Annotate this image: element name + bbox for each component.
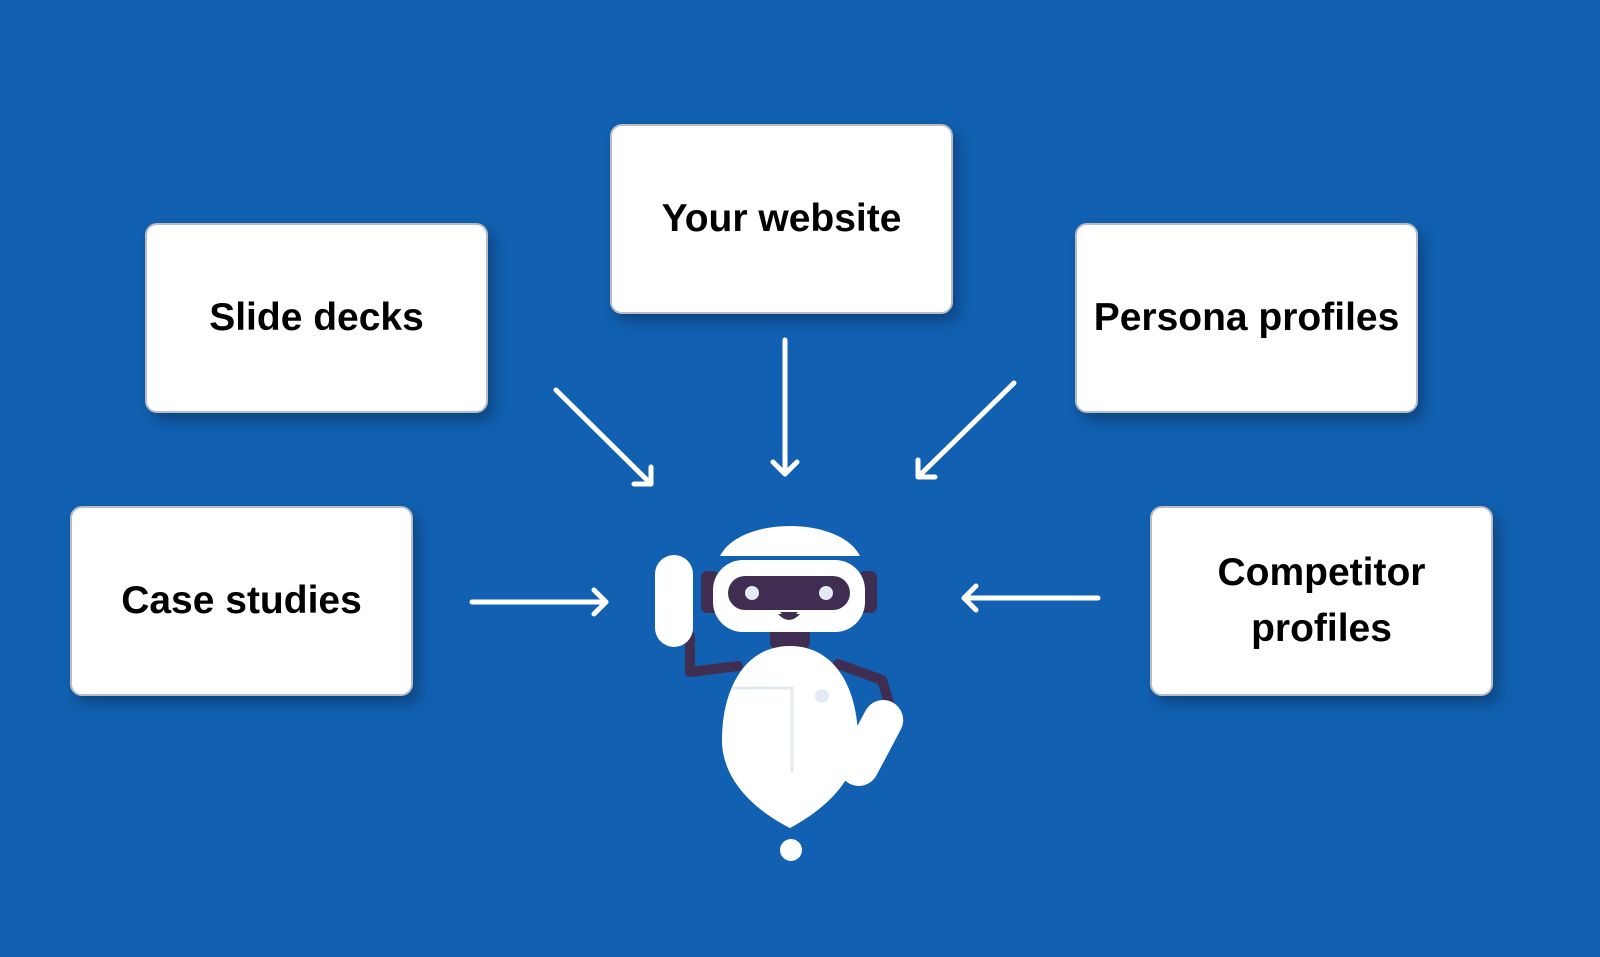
arrow-icon-website bbox=[770, 337, 800, 477]
arrow-icon-competitor bbox=[961, 583, 1101, 613]
arrow-icon-slides bbox=[553, 387, 654, 487]
card-label-persona-profiles: Persona profiles bbox=[1093, 296, 1400, 339]
card-case-studies: Case studies bbox=[70, 506, 413, 696]
card-label-competitor-profiles: Competitor profiles bbox=[1217, 551, 1426, 650]
card-label-slide-decks: Slide decks bbox=[209, 296, 424, 339]
card-label-case-studies: Case studies bbox=[121, 579, 362, 622]
card-your-website: Your website bbox=[610, 124, 953, 314]
arrow-icon-cases bbox=[469, 587, 609, 617]
card-persona-profiles: Persona profiles bbox=[1075, 223, 1418, 413]
card-slide-decks: Slide decks bbox=[145, 223, 488, 413]
arrow-icon-persona bbox=[915, 380, 1017, 480]
card-label-your-website: Your website bbox=[661, 197, 902, 240]
card-competitor-profiles: Competitor profiles bbox=[1150, 506, 1493, 696]
